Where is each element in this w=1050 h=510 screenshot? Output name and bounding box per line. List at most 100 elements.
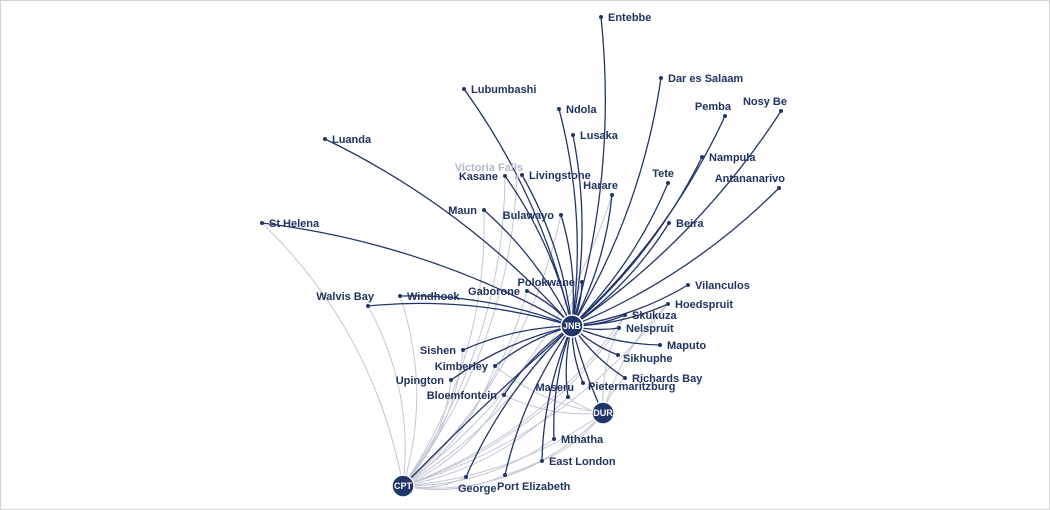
airport-dot-nampula[interactable] — [700, 155, 704, 159]
airport-label-upington[interactable]: Upington — [396, 375, 445, 387]
airport-dot-polokwane[interactable] — [580, 280, 584, 284]
airport-label-lubumbashi[interactable]: Lubumbashi — [471, 84, 536, 96]
airport-label-gaborone[interactable]: Gaborone — [468, 286, 520, 298]
hub-circle-jnb[interactable] — [560, 314, 584, 338]
airport-dot-dar-es-salaam[interactable] — [659, 76, 663, 80]
hub-jnb[interactable]: JNB — [560, 314, 584, 338]
airport-dot-victoria-falls[interactable] — [515, 175, 519, 179]
airport-label-nelspruit[interactable]: Nelspruit — [626, 323, 674, 335]
airport-label-mthatha[interactable]: Mthatha — [561, 434, 604, 446]
airport-label-maputo[interactable]: Maputo — [667, 340, 706, 352]
airport-dot-sishen[interactable] — [461, 348, 465, 352]
airport-label-polokwane[interactable]: Polokwane — [518, 277, 575, 289]
airport-label-lusaka[interactable]: Lusaka — [580, 130, 619, 142]
airport-dot-george[interactable] — [464, 475, 468, 479]
airport-dot-st-helena[interactable] — [260, 221, 264, 225]
airport-label-kasane[interactable]: Kasane — [459, 171, 498, 183]
airport-dot-beira[interactable] — [667, 221, 671, 225]
airport-dot-pemba[interactable] — [723, 114, 727, 118]
airport-label-port-elizabeth[interactable]: Port Elizabeth — [497, 481, 571, 493]
airport-label-beira[interactable]: Beira — [676, 218, 704, 230]
airport-label-bulawayo[interactable]: Bulawayo — [503, 210, 555, 222]
airport-dot-port-elizabeth[interactable] — [503, 473, 507, 477]
airport-dot-upington[interactable] — [449, 378, 453, 382]
route-jnb-east-london — [541, 325, 573, 462]
airport-label-maun[interactable]: Maun — [448, 205, 477, 217]
hub-circle-cpt[interactable] — [391, 474, 415, 498]
route-cpt-kasane — [402, 175, 506, 487]
route-jnb-walvis-bay — [367, 302, 573, 327]
airport-label-st-helena[interactable]: St Helena — [269, 218, 320, 230]
airport-dot-tete[interactable] — [666, 181, 670, 185]
airport-dot-antananarivo[interactable] — [777, 186, 781, 190]
airport-dot-mthatha[interactable] — [552, 437, 556, 441]
airport-dot-walvis-bay[interactable] — [366, 304, 370, 308]
airport-label-livingstone[interactable]: Livingstone — [529, 170, 591, 182]
airport-label-walvis-bay[interactable]: Walvis Bay — [316, 291, 375, 303]
airport-label-east-london[interactable]: East London — [549, 456, 616, 468]
airport-dot-entebbe[interactable] — [599, 15, 603, 19]
airport-label-harare[interactable]: Harare — [583, 180, 618, 192]
hub-circle-dur[interactable] — [591, 401, 615, 425]
airport-label-pietermaritzburg[interactable]: Pietermaritzburg — [588, 381, 675, 393]
route-cpt-harare — [402, 194, 613, 487]
airport-label-pemba[interactable]: Pemba — [695, 101, 732, 113]
airport-label-sikhuphe[interactable]: Sikhuphe — [623, 353, 673, 365]
airport-label-maseru[interactable]: Maseru — [535, 382, 574, 394]
airport-label-nampula[interactable]: Nampula — [709, 152, 756, 164]
airport-dot-skukuza[interactable] — [623, 313, 627, 317]
airport-dot-lubumbashi[interactable] — [462, 87, 466, 91]
hub-cpt[interactable]: CPT — [391, 474, 415, 498]
airport-dot-vilanculos[interactable] — [686, 283, 690, 287]
airport-label-luanda[interactable]: Luanda — [332, 134, 372, 146]
airport-dot-ndola[interactable] — [557, 107, 561, 111]
airport-dot-hoedspruit[interactable] — [666, 302, 670, 306]
airport-dot-gaborone[interactable] — [525, 289, 529, 293]
airport-label-vilanculos[interactable]: Vilanculos — [695, 280, 750, 292]
airport-dot-livingstone[interactable] — [520, 173, 524, 177]
airport-label-sishen[interactable]: Sishen — [420, 345, 456, 357]
route-cpt-maun — [402, 209, 485, 487]
airport-dot-nosy-be[interactable] — [779, 109, 783, 113]
hub-label-dur: DUR — [593, 408, 613, 418]
airport-dot-bloemfontein[interactable] — [502, 393, 506, 397]
airport-label-kimberley[interactable]: Kimberley — [435, 361, 489, 373]
airport-label-skukuza[interactable]: Skukuza — [632, 310, 678, 322]
airport-dot-maun[interactable] — [482, 208, 486, 212]
airport-dot-maseru[interactable] — [566, 395, 570, 399]
airport-dot-lusaka[interactable] — [571, 133, 575, 137]
airport-label-dar-es-salaam[interactable]: Dar es Salaam — [668, 73, 743, 85]
airport-label-ndola[interactable]: Ndola — [566, 104, 597, 116]
airport-label-entebbe[interactable]: Entebbe — [608, 12, 651, 24]
airport-dot-harare[interactable] — [610, 193, 614, 197]
airport-label-george[interactable]: George — [458, 483, 497, 495]
route-jnb-vilanculos — [571, 284, 689, 327]
airport-dot-kimberley[interactable] — [493, 364, 497, 368]
airport-label-bloemfontein[interactable]: Bloemfontein — [427, 390, 498, 402]
airport-dot-pietermaritzburg[interactable] — [581, 381, 585, 385]
airport-label-tete[interactable]: Tete — [652, 168, 674, 180]
airport-label-victoria-falls[interactable]: Victoria Falls — [455, 162, 523, 174]
route-jnb-port-elizabeth — [504, 325, 573, 476]
route-jnb-ndola — [558, 108, 578, 327]
airport-dot-maputo[interactable] — [658, 343, 662, 347]
route-cpt-mthatha — [402, 438, 555, 487]
airport-dot-luanda[interactable] — [323, 137, 327, 141]
airport-label-nosy-be[interactable]: Nosy Be — [743, 96, 787, 108]
airport-dot-kasane[interactable] — [503, 174, 507, 178]
airport-label-windhoek[interactable]: Windhoek — [407, 291, 460, 303]
airport-label-antananarivo[interactable]: Antananarivo — [715, 173, 786, 185]
airport-dot-windhoek[interactable] — [398, 294, 402, 298]
airport-dots — [260, 15, 783, 479]
airport-dot-east-london[interactable] — [540, 459, 544, 463]
airport-label-hoedspruit[interactable]: Hoedspruit — [675, 299, 733, 311]
airport-dot-sikhuphe[interactable] — [616, 353, 620, 357]
airport-dot-bulawayo[interactable] — [559, 213, 563, 217]
airport-dot-nelspruit[interactable] — [617, 326, 621, 330]
hub-dur[interactable]: DUR — [591, 401, 615, 425]
route-jnb-dar-es-salaam — [571, 77, 662, 327]
airport-label-richards-bay[interactable]: Richards Bay — [632, 373, 703, 385]
route-jnb-nosy-be — [571, 110, 782, 327]
airport-dot-richards-bay[interactable] — [623, 376, 627, 380]
